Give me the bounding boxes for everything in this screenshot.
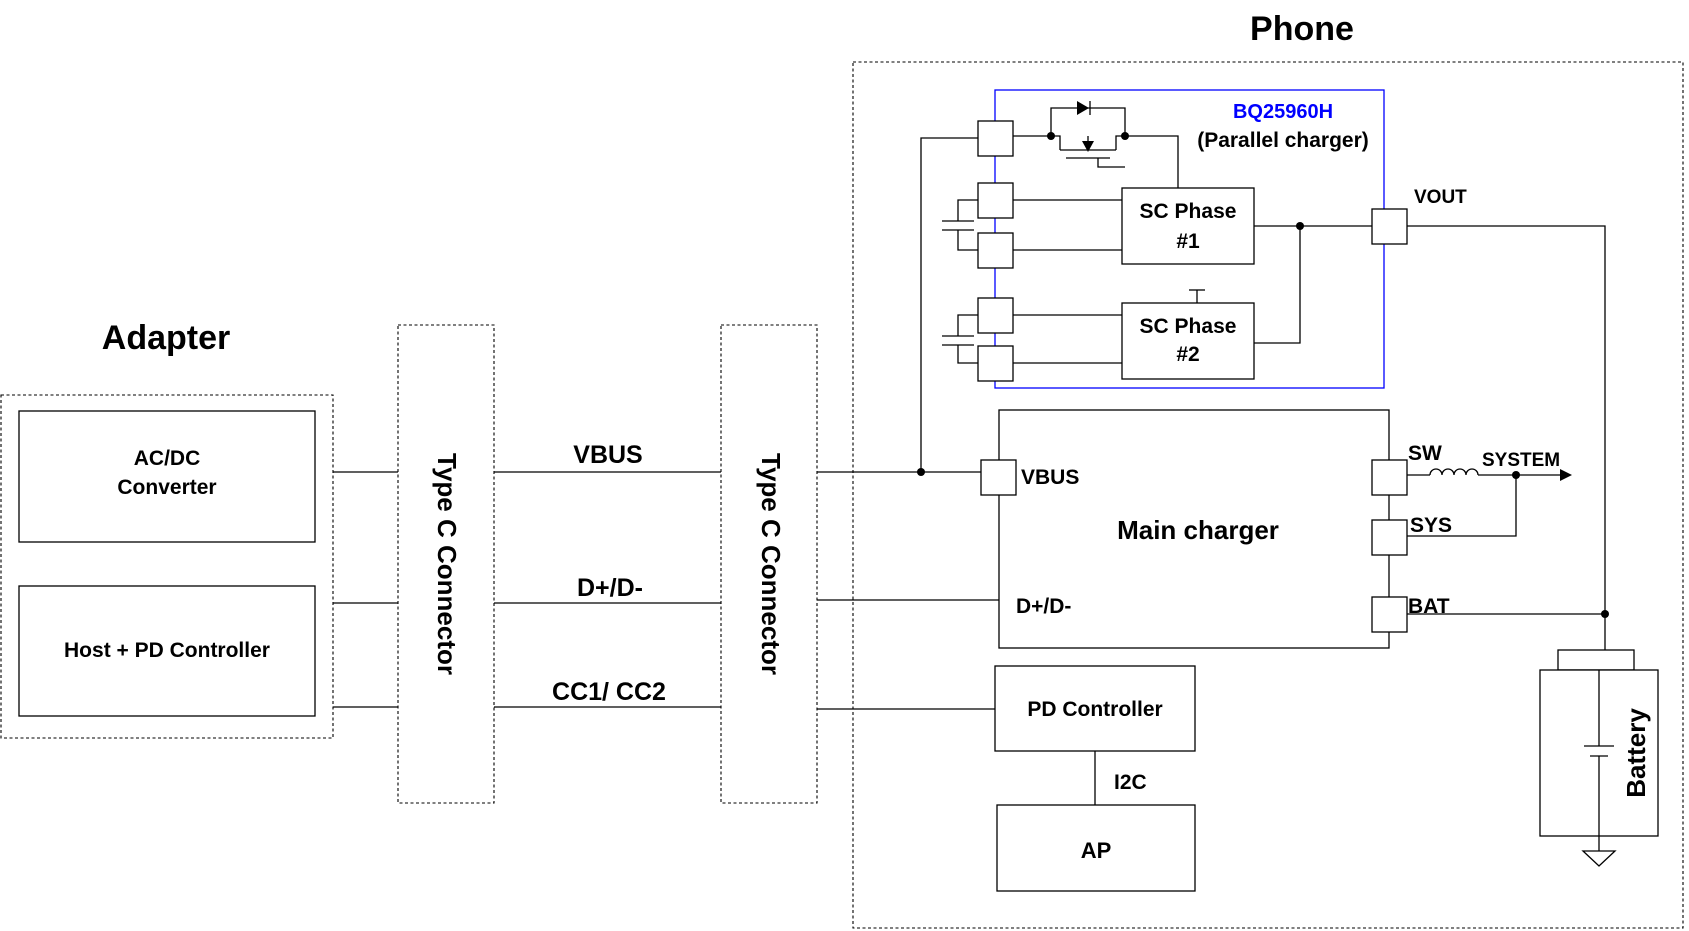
- parallel-pin-cfh2: [977, 297, 1014, 334]
- main-charger-title: Main charger: [1117, 515, 1279, 545]
- sc-phase-1-box: [1121, 187, 1255, 265]
- ap-label: AP: [1081, 838, 1112, 863]
- vout-label: VOUT: [1414, 187, 1467, 208]
- mosfet-gate-lead: [1097, 158, 1125, 168]
- main-bat-label: BAT: [1408, 595, 1450, 618]
- main-sw-label: SW: [1408, 442, 1442, 465]
- switch-to-phase-wire: [1125, 135, 1179, 188]
- battery-label: Battery: [1621, 708, 1651, 798]
- phase2-output-wire: [1254, 226, 1301, 344]
- type-c-connector-right-label: Type C Connector: [756, 453, 786, 675]
- adapter-boundary: [0, 394, 334, 739]
- parallel-pin-cfl2: [977, 345, 1014, 382]
- parallel-pin-vbus: [977, 120, 1014, 157]
- main-sys-label: SYS: [1410, 514, 1452, 537]
- parallel-pin-vout: [1371, 208, 1408, 245]
- main-pin-sw: [1371, 459, 1408, 496]
- sc-phase-2-line1: SC Phase: [1140, 315, 1237, 338]
- phone-boundary: [852, 61, 1684, 929]
- main-vbus-label: VBUS: [1021, 466, 1079, 489]
- mosfet-source: [1051, 135, 1061, 150]
- phone-heading: Phone: [1250, 10, 1354, 48]
- type-c-connector-right: [720, 324, 818, 804]
- cap2-lead-top: [957, 314, 978, 336]
- diode-wire: [1050, 107, 1126, 136]
- parallel-charger-desc: (Parallel charger): [1197, 129, 1369, 152]
- sc-phase-2-line2: #2: [1176, 343, 1199, 366]
- i2c-label: I2C: [1114, 771, 1147, 794]
- parallel-pin-cfl1: [977, 232, 1014, 269]
- junction-dot: [1601, 610, 1609, 618]
- pd-controller-label: PD Controller: [1027, 698, 1162, 721]
- junction-dot: [917, 468, 925, 476]
- sc-phase-1-line1: SC Phase: [1140, 200, 1237, 223]
- sys-feedback-wire: [1407, 475, 1517, 537]
- adapter-heading: Adapter: [102, 319, 230, 357]
- acdc-line2: Converter: [117, 476, 216, 499]
- host-pd-label: Host + PD Controller: [64, 639, 270, 662]
- type-c-connector-left: [397, 324, 495, 804]
- cap1-lead-bottom: [957, 230, 978, 251]
- type-c-connector-left-label: Type C Connector: [432, 453, 462, 675]
- main-pin-bat: [1371, 596, 1408, 633]
- main-pin-vbus: [980, 459, 1017, 496]
- acdc-line1: AC/DC: [134, 447, 201, 470]
- sc-phase-2-box: [1121, 302, 1255, 380]
- host-pd-controller-box: [18, 585, 316, 717]
- mosfet-arrow-icon: [1082, 141, 1094, 152]
- ap-box: [996, 804, 1196, 892]
- dpdm-signal-label: D+/D-: [577, 574, 643, 602]
- system-arrow-icon: [1560, 469, 1572, 481]
- main-charger-box: [998, 409, 1390, 649]
- main-pin-sys: [1371, 519, 1408, 556]
- sc-phase-1-line2: #1: [1176, 230, 1200, 253]
- vout-to-battery-wire: [1407, 225, 1606, 650]
- system-label: SYSTEM: [1482, 450, 1560, 471]
- junction-dot: [1296, 222, 1304, 230]
- cap1-lead-top: [957, 199, 978, 221]
- battery-terminal: [1557, 649, 1635, 671]
- vbus-bypass-wire: [920, 137, 978, 472]
- parallel-charger-part: BQ25960H: [1233, 101, 1333, 123]
- parallel-pin-cfh1: [977, 182, 1014, 219]
- diode-icon: [1077, 101, 1089, 115]
- ground-icon: [1581, 850, 1617, 867]
- inductor-icon: [1429, 468, 1479, 476]
- main-dpdm-label: D+/D-: [1016, 595, 1071, 618]
- vbus-signal-label: VBUS: [573, 441, 642, 469]
- cap2-lead-bottom: [957, 345, 978, 364]
- cc-signal-label: CC1/ CC2: [552, 678, 666, 706]
- acdc-converter-box: [18, 410, 316, 543]
- mosfet-drain: [1115, 135, 1125, 150]
